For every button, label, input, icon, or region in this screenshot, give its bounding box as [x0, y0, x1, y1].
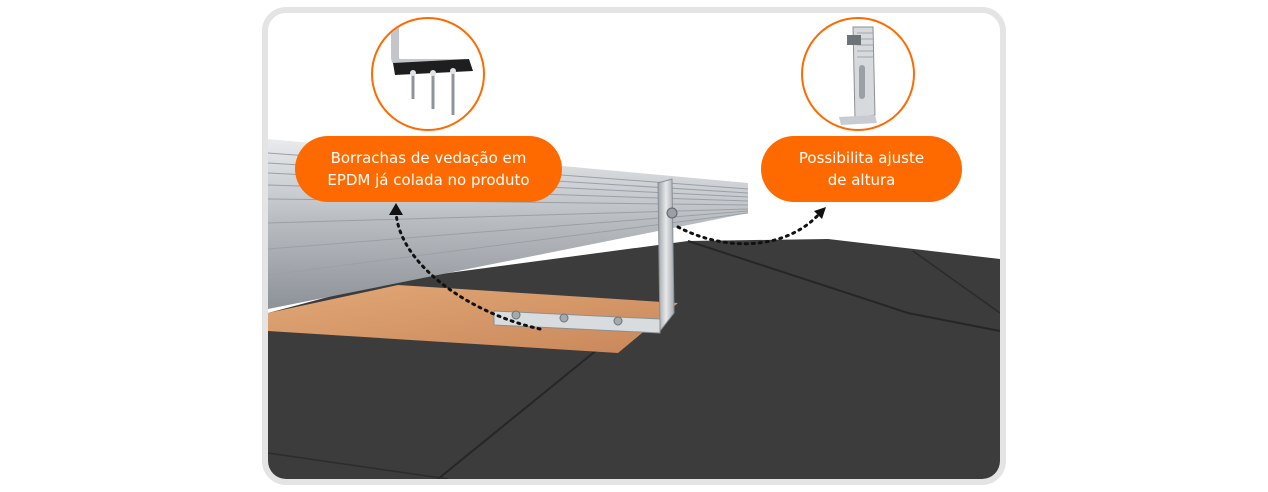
membrane-seam — [687, 240, 1000, 332]
callout-right-line2: de altura — [827, 171, 896, 189]
arrow-head — [389, 203, 403, 215]
l-bracket-vertical — [657, 178, 675, 333]
adjustable-bracket-icon — [839, 26, 877, 125]
membrane-seam — [912, 250, 1000, 314]
adjust-bolt — [666, 207, 678, 219]
membrane-seam — [268, 452, 449, 479]
arrow-to-right-callout — [676, 211, 822, 246]
arrow-to-left-callout — [394, 209, 542, 331]
epdm-gasket-callout: Borrachas de vedação em EPDM já colada n… — [295, 136, 562, 202]
membrane-seam — [437, 348, 599, 479]
screw-head — [613, 316, 623, 326]
l-bracket-base — [493, 310, 661, 334]
screw-head — [559, 313, 569, 323]
epdm-gasket-zoom — [371, 17, 485, 131]
callout-right-line1: Possibilita ajuste — [798, 149, 925, 167]
height-adjust-callout: Possibilita ajuste de altura — [761, 136, 962, 202]
callout-left-line2: EPDM já colada no produto — [327, 171, 530, 189]
arrow-head — [814, 207, 826, 219]
screw-head — [511, 310, 521, 320]
epdm-gasket-screws-icon — [391, 27, 473, 115]
wood-deck — [268, 285, 678, 353]
adjustable-bracket-zoom — [801, 17, 915, 131]
callout-left-line1: Borrachas de vedação em — [330, 149, 527, 167]
